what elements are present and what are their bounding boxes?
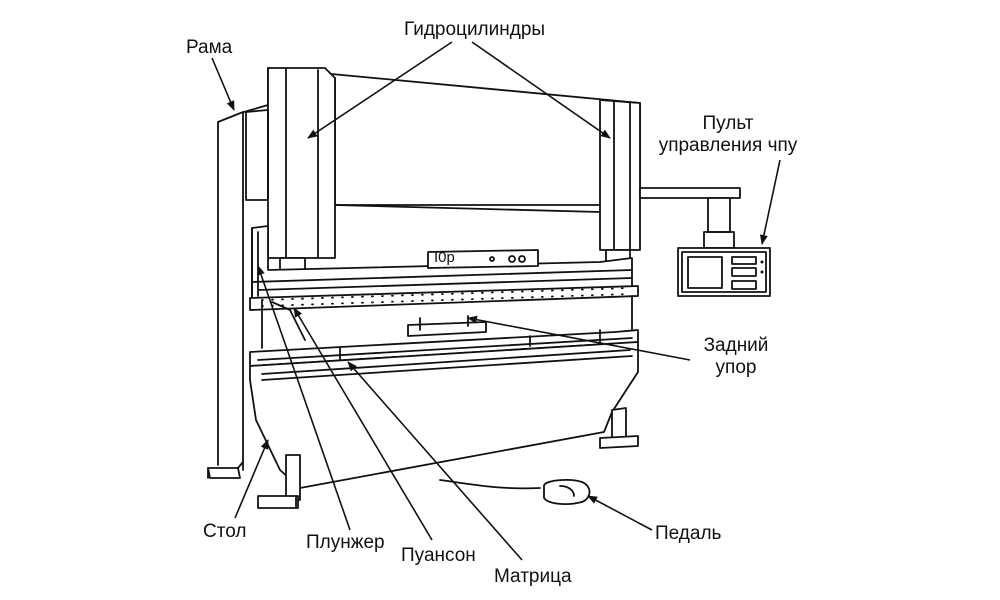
lower-bed — [249, 329, 639, 489]
label-zadniy-line1: Задний — [703, 335, 769, 356]
label-gidrocilindry: Гидроцилиндры — [404, 19, 546, 40]
label-pult: Пульт управления чпу — [648, 113, 808, 157]
side-brackets — [261, 295, 633, 349]
left-hydraulic-cylinder — [245, 67, 336, 273]
label-punson: Пуансон — [401, 545, 476, 566]
foot-pedal — [439, 479, 591, 505]
cnc-pendant — [639, 187, 771, 297]
right-foot — [599, 407, 639, 449]
label-stol: Стол — [203, 521, 247, 542]
frame — [207, 111, 244, 479]
label-rama: Рама — [186, 37, 233, 58]
label-pult-line1: Пульт — [702, 113, 754, 134]
label-pedal: Педаль — [655, 523, 722, 544]
leader-lines — [211, 41, 781, 561]
label-plunzher: Плунжер — [306, 532, 385, 553]
ram — [249, 225, 639, 311]
right-hydraulic-cylinder — [599, 99, 641, 263]
label-zadniy-line2: упор — [715, 357, 757, 378]
label-zadniy-upor: Задний упор — [696, 335, 776, 379]
left-foot — [257, 454, 301, 509]
ram-control-strip — [427, 249, 539, 269]
label-matrica: Матрица — [494, 566, 572, 587]
label-pult-line2: управления чпу — [658, 135, 798, 156]
ram-panel-text: I0p — [434, 249, 455, 266]
